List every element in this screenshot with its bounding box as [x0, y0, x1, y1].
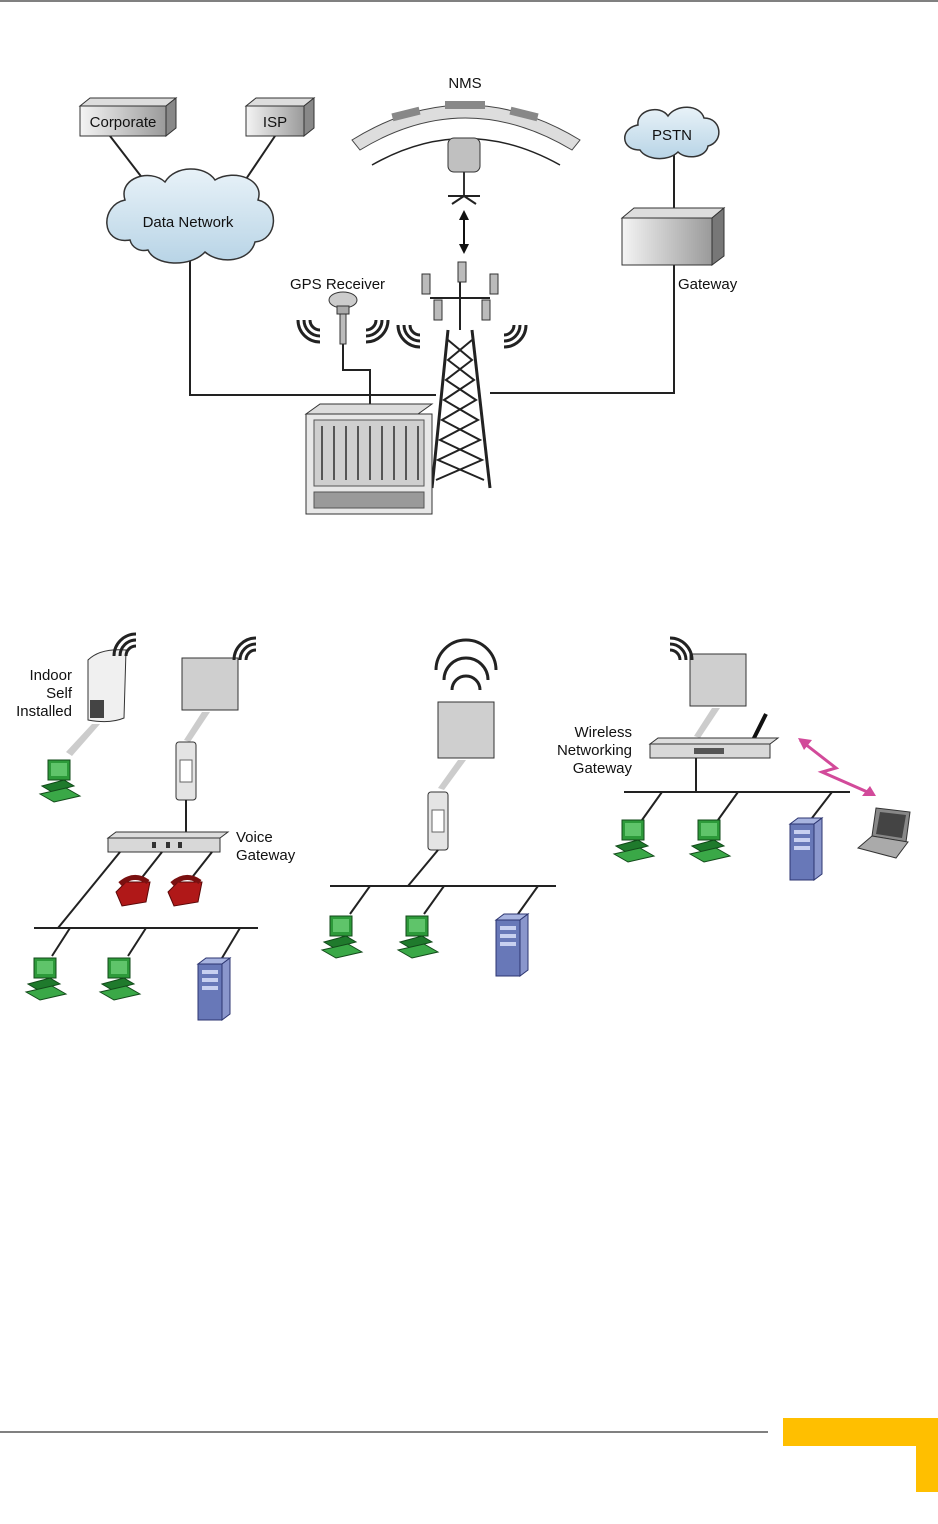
drop-left-1	[52, 928, 70, 956]
link-gateway-bs	[490, 265, 674, 393]
server-middle	[496, 914, 528, 976]
link-voicegw-lan-left	[58, 852, 120, 928]
gateway-label: Gateway	[678, 276, 738, 293]
voice-gateway-device	[108, 832, 228, 852]
corporate-label: Corporate	[90, 114, 157, 131]
laptop	[858, 808, 910, 858]
base-station-rack	[306, 404, 432, 514]
outdoor-antenna-left	[182, 638, 256, 710]
corner-accent	[783, 1418, 938, 1492]
drop-right-3	[812, 792, 832, 818]
phone-2	[168, 877, 202, 906]
phone-1	[116, 877, 150, 906]
wireless-gateway-label-line2: Networking	[557, 742, 632, 759]
isp-node: ISP	[246, 98, 314, 136]
nms-label: NMS	[448, 75, 481, 92]
wireless-networking-gateway	[650, 714, 778, 758]
indoor-label-line2: Self	[46, 685, 73, 702]
drop-mid-1	[350, 886, 370, 914]
pstn-cloud: PSTN	[625, 107, 719, 158]
odu-middle	[428, 792, 448, 850]
gateway-node	[622, 208, 724, 265]
nms-console	[352, 101, 580, 204]
drop-right-1	[642, 792, 662, 820]
pc-left-1	[26, 958, 66, 1000]
voice-gateway-label-line2: Gateway	[236, 847, 296, 864]
beam-left	[184, 712, 210, 742]
wireless-link-zigzag	[798, 738, 876, 796]
indoor-label-line1: Indoor	[29, 667, 72, 684]
data-network-cloud: Data Network	[107, 169, 274, 263]
server-right	[790, 818, 822, 880]
beam-indoor-pc	[66, 724, 100, 756]
drop-left-3	[222, 928, 240, 958]
outdoor-antenna-middle	[436, 640, 496, 758]
pc-mid-2	[398, 916, 438, 958]
beam-right	[694, 708, 720, 738]
gps-receiver	[298, 292, 388, 344]
outdoor-antenna-right	[670, 638, 746, 706]
pc-right-2	[690, 820, 730, 862]
odu-left	[176, 742, 196, 800]
drop-left-2	[128, 928, 146, 956]
corporate-node: Corporate	[80, 98, 176, 136]
beam-middle	[438, 760, 466, 790]
indoor-label-line3: Installed	[16, 703, 72, 720]
pc-mid-1	[322, 916, 362, 958]
pc-right-1	[614, 820, 654, 862]
link-odu-lan-middle	[408, 850, 438, 886]
nms-link-arrow	[459, 210, 469, 254]
indoor-self-installed-cpe	[88, 634, 136, 722]
voice-gateway-label-line1: Voice	[236, 829, 273, 846]
isp-label: ISP	[263, 114, 287, 131]
wireless-gateway-label-line1: Wireless	[574, 724, 632, 741]
gps-receiver-label: GPS Receiver	[290, 276, 385, 293]
drop-mid-2	[424, 886, 444, 914]
drop-mid-3	[518, 886, 538, 914]
wireless-gateway-label-line3: Gateway	[573, 760, 633, 777]
link-voicegw-phone1	[140, 852, 162, 880]
pc-indoor	[40, 760, 80, 802]
drop-right-2	[718, 792, 738, 820]
pstn-label: PSTN	[652, 127, 692, 144]
server-left	[198, 958, 230, 1020]
pc-left-2	[100, 958, 140, 1000]
link-gps-bs	[343, 340, 370, 410]
data-network-label: Data Network	[143, 214, 234, 231]
link-voicegw-phone2	[190, 852, 212, 880]
